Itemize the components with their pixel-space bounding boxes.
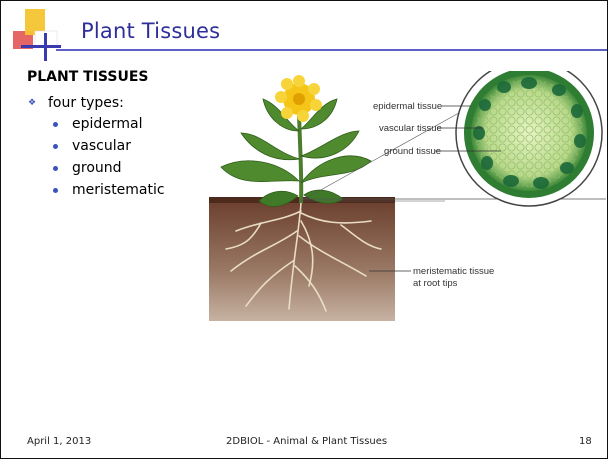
dot-bullet-icon <box>53 166 58 171</box>
label-epidermal-tissue: epidermal tissue <box>373 101 442 112</box>
footer-date: April 1, 2013 <box>27 436 91 447</box>
sub-bullet-item: meristematic <box>53 179 165 201</box>
bullet-text: four types: <box>48 95 124 111</box>
sub-bullet-item: ground <box>53 157 165 179</box>
stem-cross-section <box>456 71 602 206</box>
slide-logo <box>1 1 81 61</box>
leaves <box>221 99 371 206</box>
sub-bullet-item: vascular <box>53 135 165 157</box>
plant-tissue-illustration: epidermal tissue vascular tissue ground … <box>201 71 606 331</box>
bullet-item: ❖ four types: <box>27 93 165 113</box>
slide-title: Plant Tissues <box>81 19 220 43</box>
title-underline <box>56 49 607 51</box>
section-heading: PLANT TISSUES <box>27 69 148 85</box>
sub-bullet-item: epidermal <box>53 113 165 135</box>
sub-bullet-text: meristematic <box>72 182 165 198</box>
footer-page-number: 18 <box>579 436 592 447</box>
dot-bullet-icon <box>53 122 58 127</box>
plant-stem <box>299 111 301 203</box>
dot-bullet-icon <box>53 144 58 149</box>
label-meristematic-tissue: meristematic tissue <box>413 266 494 277</box>
sub-bullet-text: ground <box>72 160 122 176</box>
dot-bullet-icon <box>53 188 58 193</box>
label-vascular-tissue: vascular tissue <box>379 123 442 134</box>
bullet-list: ❖ four types: epidermal vascular ground … <box>27 93 165 201</box>
soil-block <box>209 200 395 321</box>
sub-bullet-text: epidermal <box>72 116 143 132</box>
diamond-bullet-icon: ❖ <box>28 98 48 108</box>
sub-bullet-text: vascular <box>72 138 131 154</box>
label-root-tips: at root tips <box>413 278 458 289</box>
label-ground-tissue: ground tissue <box>384 146 441 157</box>
footer-course: 2DBIOL - Animal & Plant Tissues <box>226 436 387 447</box>
